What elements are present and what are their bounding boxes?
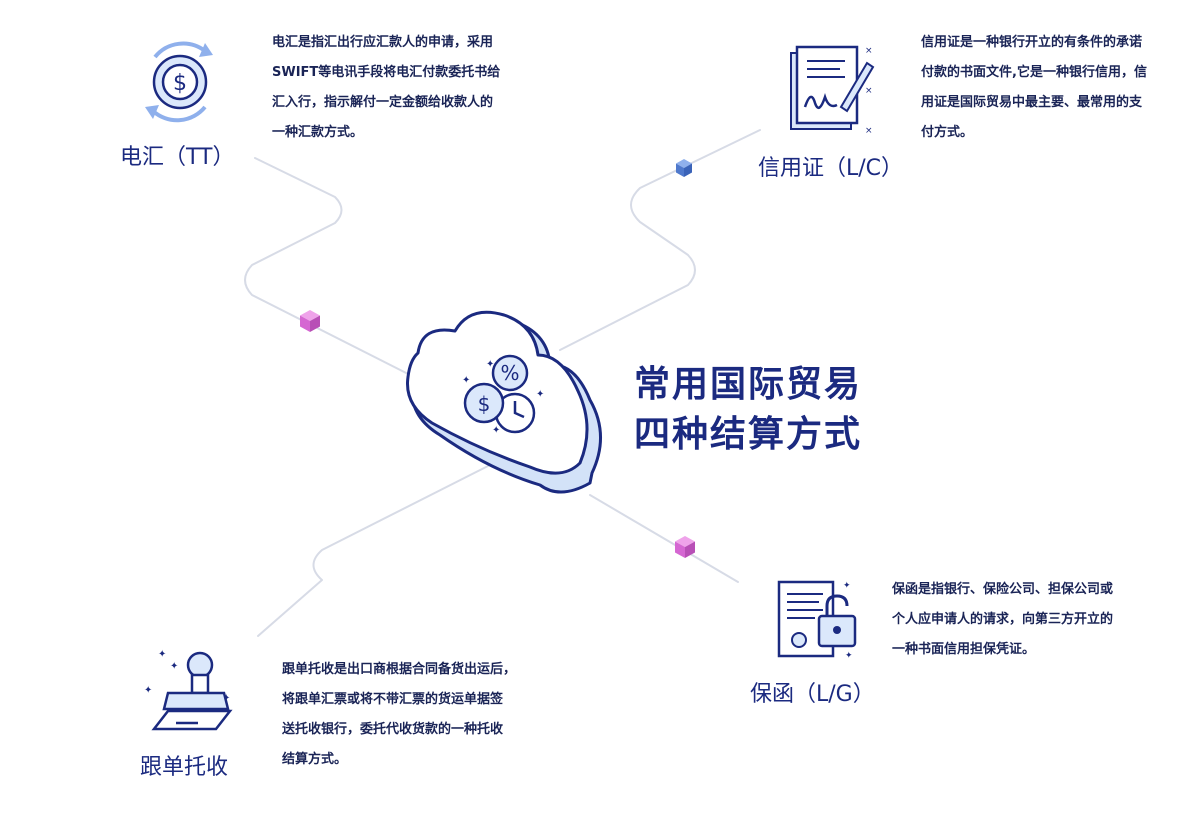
- desc-line: 电汇是指汇出行应汇款人的申请，采用: [272, 35, 494, 50]
- connector-lc: [559, 129, 761, 351]
- document-lock-icon: ✦✦: [777, 580, 857, 661]
- svg-text:%: %: [500, 361, 519, 385]
- connector-dc: [257, 464, 491, 637]
- connector-lg: [589, 494, 739, 583]
- svg-text:$: $: [478, 392, 491, 416]
- method-desc-tt: 电汇是指汇出行应汇款人的申请，采用 SWIFT等电讯手段将电汇付款委托书给 汇入…: [272, 28, 532, 148]
- contract-pen-icon: × × ×: [790, 45, 875, 135]
- desc-line: 汇入行，指示解付一定金额给收款人的: [272, 95, 494, 110]
- svg-text:$: $: [173, 71, 187, 96]
- svg-text:×: ×: [865, 46, 873, 56]
- desc-line: 用证是国际贸易中最主要、最常用的支: [921, 95, 1143, 110]
- svg-text:×: ×: [865, 126, 873, 135]
- desc-line: 一种汇款方式。: [272, 125, 364, 140]
- method-desc-dc: 跟单托收是出口商根据合同备货出运后， 将跟单汇票或将不带汇票的货运单据签 送托收…: [282, 655, 542, 775]
- desc-line: 将跟单汇票或将不带汇票的货运单据签: [282, 692, 504, 707]
- desc-line: SWIFT等电讯手段将电汇付款委托书给: [272, 65, 501, 80]
- svg-text:✦: ✦: [170, 661, 178, 672]
- svg-text:✦: ✦: [144, 685, 152, 696]
- cube-pink-left: [300, 310, 320, 332]
- svg-text:✦: ✦: [536, 389, 544, 400]
- desc-line: 结算方式。: [282, 752, 348, 767]
- cloud-finance-icon: % $ ✦ ✦ ✦ ✦: [406, 310, 602, 494]
- method-label-tt: 电汇（TT）: [120, 145, 235, 170]
- stamp-icon: ✦✦✦✦: [144, 649, 233, 731]
- desc-line: 个人应申请人的请求，向第三方开立的: [892, 612, 1114, 627]
- dollar-cycle-icon: $: [145, 41, 213, 123]
- desc-line: 一种书面信用担保凭证。: [892, 642, 1036, 657]
- diagram-title-line2: 四种结算方式: [634, 414, 863, 455]
- cube-blue: [676, 159, 692, 177]
- method-desc-lg: 保函是指银行、保险公司、担保公司或 个人应申请人的请求，向第三方开立的 一种书面…: [892, 575, 1152, 665]
- desc-line: 付款的书面文件,它是一种银行信用，信: [921, 65, 1147, 80]
- method-label-dc: 跟单托收: [140, 755, 229, 780]
- connector-tt: [244, 157, 421, 381]
- desc-line: 信用证是一种银行开立的有条件的承诺: [921, 35, 1143, 50]
- svg-text:✦: ✦: [158, 649, 166, 660]
- svg-text:✦: ✦: [492, 425, 500, 436]
- svg-text:×: ×: [865, 86, 873, 96]
- svg-text:✦: ✦: [486, 359, 494, 370]
- svg-text:✦: ✦: [843, 581, 851, 591]
- method-desc-lc: 信用证是一种银行开立的有条件的承诺 付款的书面文件,它是一种银行信用，信 用证是…: [921, 28, 1181, 148]
- svg-text:✦: ✦: [845, 651, 853, 661]
- desc-line: 保函是指银行、保险公司、担保公司或: [892, 582, 1114, 597]
- svg-text:✦: ✦: [462, 375, 470, 386]
- desc-line: 送托收银行，委托代收货款的一种托收: [282, 722, 504, 737]
- desc-line: 付方式。: [921, 125, 974, 140]
- diagram-title-line1: 常用国际贸易: [634, 364, 863, 405]
- method-label-lc: 信用证（L/C）: [758, 156, 904, 181]
- desc-line: 跟单托收是出口商根据合同备货出运后，: [282, 662, 517, 677]
- method-label-lg: 保函（L/G）: [750, 682, 875, 707]
- cube-pink-right: [675, 536, 695, 558]
